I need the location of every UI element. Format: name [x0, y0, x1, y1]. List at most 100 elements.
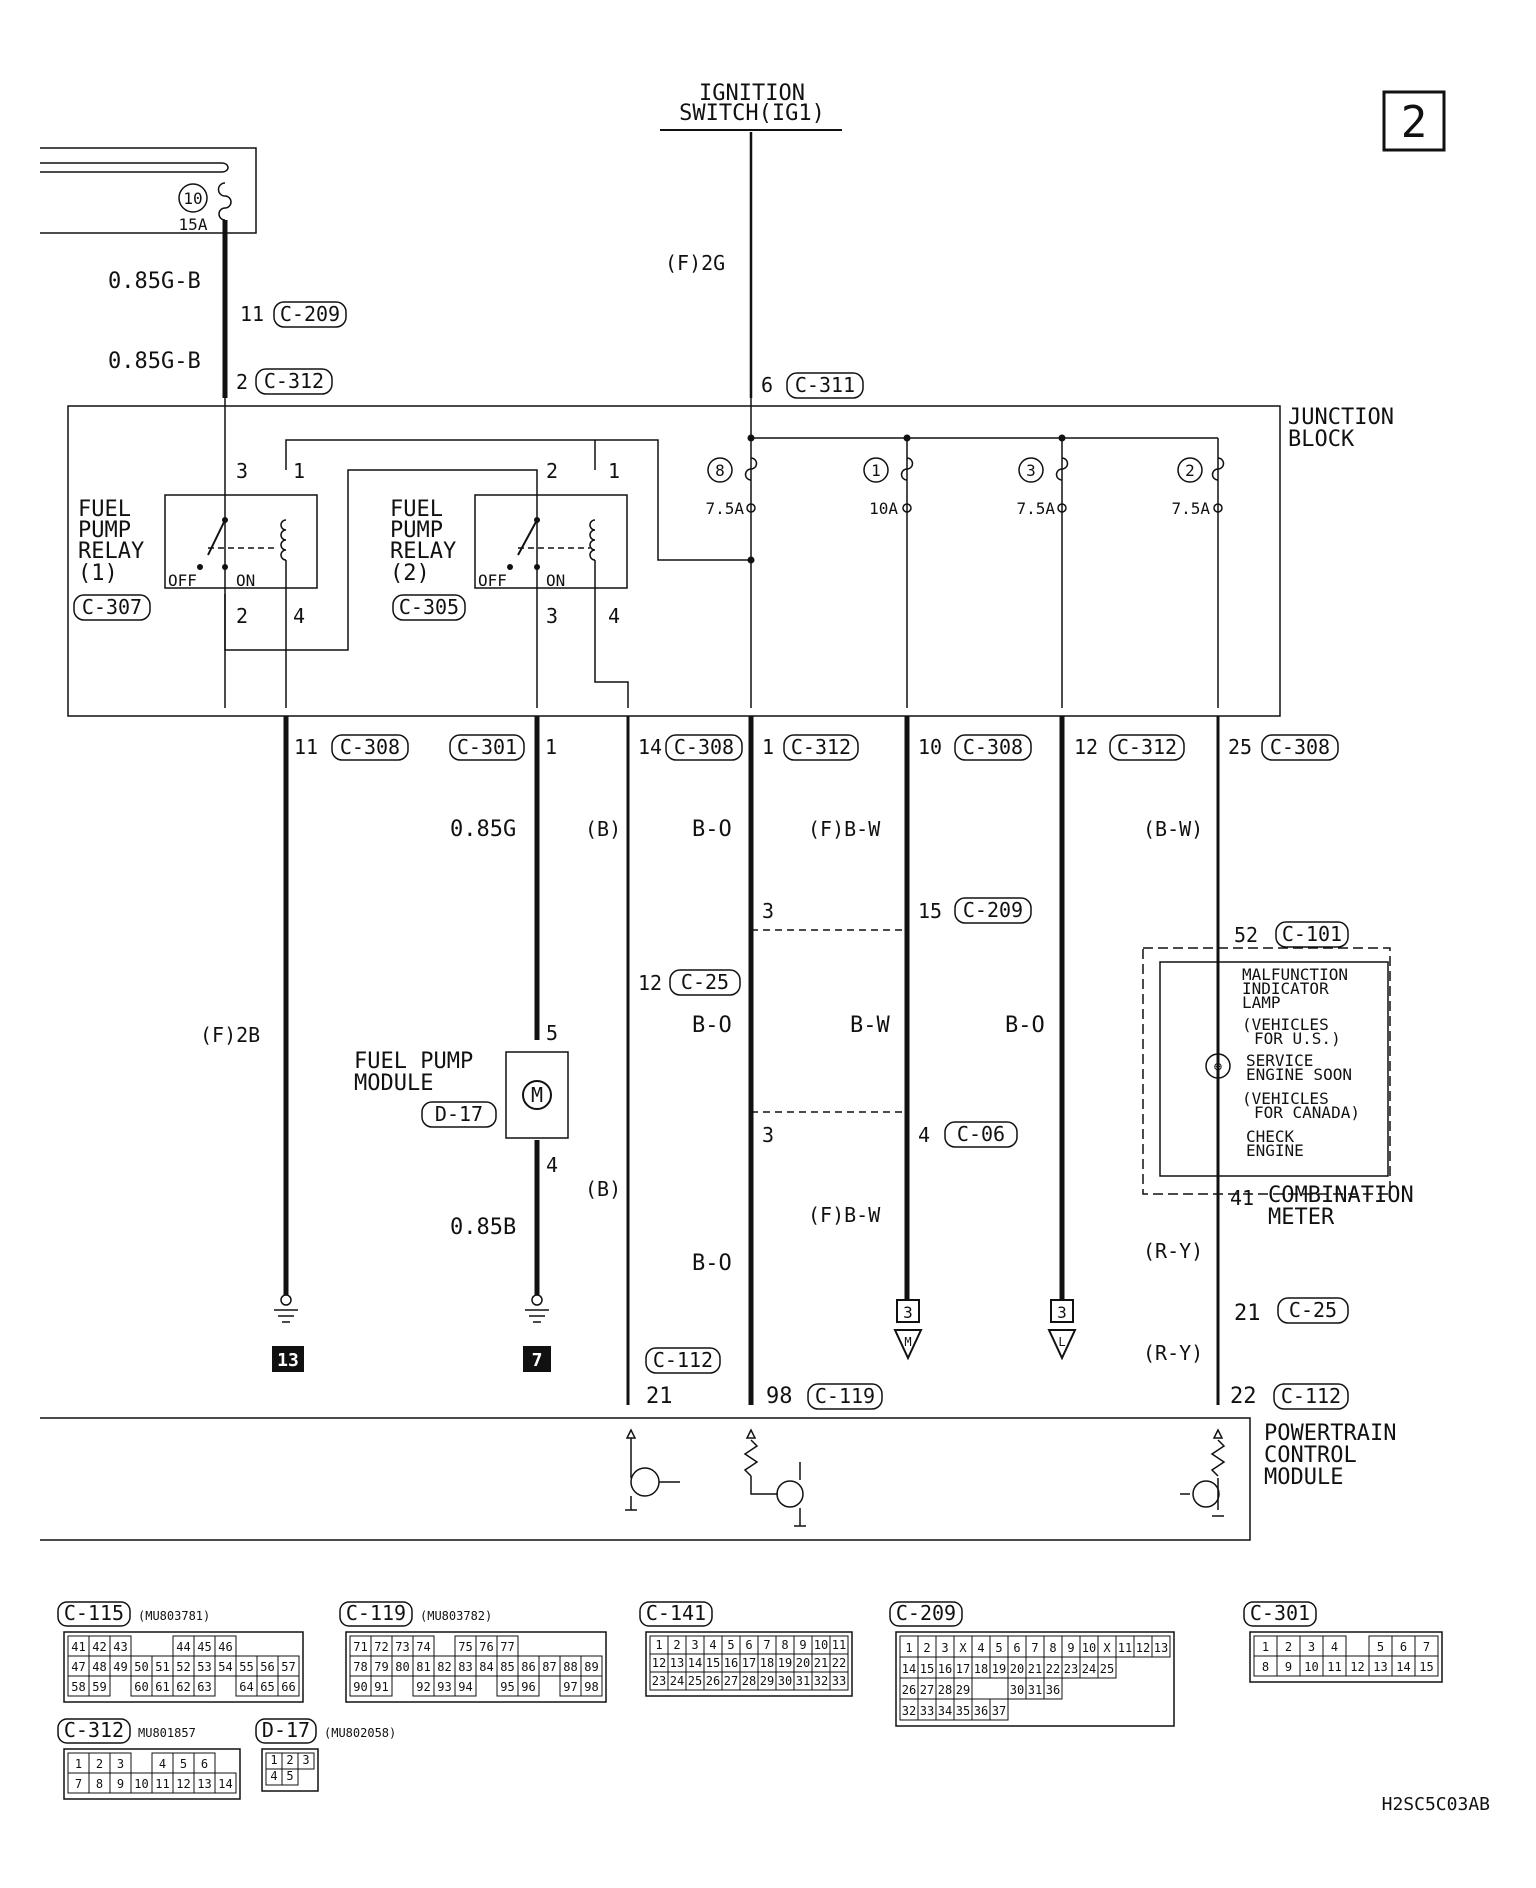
svg-text:0.85B: 0.85B: [450, 1215, 516, 1240]
connector-pin: 20: [796, 1656, 810, 1670]
connector-pin: 30: [778, 1674, 792, 1688]
connector-c308-2: C-308: [665, 734, 743, 761]
svg-text:C-25: C-25: [1289, 1298, 1337, 1322]
connector-view-label: C-209: [896, 1601, 956, 1625]
connector-pin: 78: [353, 1660, 367, 1674]
connector-pin: 64: [239, 1680, 253, 1694]
svg-text:(VEHICLES: (VEHICLES: [1242, 1015, 1329, 1034]
svg-text:12: 12: [1074, 735, 1098, 759]
connector-pin: 8: [96, 1777, 103, 1791]
connector-c119-1: C-119: [807, 1383, 883, 1410]
connector-c305: C-305: [392, 594, 466, 621]
connector-pin: 10: [134, 1777, 148, 1791]
connector-pin: 66: [281, 1680, 295, 1694]
svg-text:ON: ON: [236, 571, 255, 590]
svg-text:98: 98: [766, 1384, 793, 1409]
connector-view-label: C-141: [646, 1601, 706, 1625]
connector-pin: 30: [1010, 1683, 1024, 1697]
connector-c06: C-06: [944, 1121, 1018, 1148]
connector-pin: 2: [923, 1641, 930, 1655]
svg-text:C-112: C-112: [1281, 1384, 1341, 1408]
connector-pin: 28: [742, 1674, 756, 1688]
svg-text:3: 3: [236, 459, 248, 483]
connector-pin: 7: [75, 1777, 82, 1791]
connector-pin: 90: [353, 1680, 367, 1694]
connector-c209-mid: C-209: [954, 897, 1032, 924]
connector-pin: 14: [218, 1777, 232, 1791]
svg-text:LAMP: LAMP: [1242, 993, 1281, 1012]
svg-text:FUEL: FUEL: [78, 497, 131, 522]
svg-text:D-17: D-17: [435, 1102, 483, 1126]
connector-view-part: (MU803782): [420, 1609, 492, 1623]
connector-pin: 60: [134, 1680, 148, 1694]
connector-pin: 15: [1419, 1660, 1433, 1674]
connector-pin: 34: [938, 1704, 952, 1718]
connector-pin: 24: [1082, 1662, 1096, 1676]
ref-arrow-m: 3 M: [893, 1299, 923, 1361]
connector-pin: 14: [1396, 1660, 1410, 1674]
svg-text:FUEL: FUEL: [390, 497, 443, 522]
svg-text:C-312: C-312: [1117, 735, 1177, 759]
connector-pin: 7: [763, 1638, 770, 1652]
connector-pin: 2: [673, 1638, 680, 1652]
connector-pin: 19: [992, 1662, 1006, 1676]
svg-text:4: 4: [546, 1153, 558, 1177]
connector-pin: 97: [563, 1680, 577, 1694]
svg-text:25: 25: [1228, 735, 1252, 759]
connector-pin: 10: [1304, 1660, 1318, 1674]
wire-label-top-left-2: 0.85G-B: [108, 349, 201, 374]
fuse-8: 8 7.5A: [705, 457, 758, 518]
connector-pin: 62: [176, 1680, 190, 1694]
svg-text:IGNITION: IGNITION: [699, 81, 805, 106]
svg-text:B-O: B-O: [692, 1251, 732, 1276]
junction-block: [67, 405, 1281, 717]
connector-pin: 8: [1262, 1660, 1269, 1674]
connector-pin: 36: [974, 1704, 988, 1718]
svg-text:C-119: C-119: [815, 1384, 875, 1408]
connector-pin: 12: [652, 1656, 666, 1670]
connector-pin: 18: [974, 1662, 988, 1676]
connector-view-label: C-312: [64, 1718, 124, 1742]
connector-pin: 15: [706, 1656, 720, 1670]
connector-c25-2: C-25: [1277, 1297, 1349, 1324]
svg-text:(VEHICLES: (VEHICLES: [1242, 1089, 1329, 1108]
connector-pin: 33: [920, 1704, 934, 1718]
connector-c112-2: C-112: [1273, 1383, 1349, 1410]
connector-pin: 4: [270, 1769, 277, 1783]
svg-text:12: 12: [638, 971, 662, 995]
svg-text:2: 2: [236, 370, 248, 394]
svg-text:C-312: C-312: [264, 369, 324, 393]
connector-pin: 89: [584, 1660, 598, 1674]
svg-text:C-305: C-305: [399, 595, 459, 619]
svg-text:7: 7: [532, 1350, 543, 1371]
connector-c301-1: C-301: [449, 734, 525, 761]
connector-pin: 42: [92, 1640, 106, 1654]
connector-pin: 5: [286, 1769, 293, 1783]
svg-text:B-O: B-O: [692, 1013, 732, 1038]
svg-text:4: 4: [608, 604, 620, 628]
connector-pin: 27: [920, 1683, 934, 1697]
connector-pin: 95: [500, 1680, 514, 1694]
wire-label-ignition: (F)2G: [665, 251, 725, 275]
connector-pin: 74: [416, 1640, 430, 1654]
svg-text:C-301: C-301: [457, 735, 517, 759]
connector-pin: 41: [71, 1640, 85, 1654]
connector-pin: 10: [814, 1638, 828, 1652]
connector-view-label: C-301: [1250, 1601, 1310, 1625]
fuse-1: 1 10A: [863, 457, 914, 518]
connector-pin: 56: [260, 1660, 274, 1674]
connector-view-label: D-17: [262, 1718, 310, 1742]
connector-pin: 2: [96, 1757, 103, 1771]
connector-pin: 32: [902, 1704, 916, 1718]
svg-text:CONTROL: CONTROL: [1264, 1443, 1357, 1468]
svg-text:41: 41: [1230, 1186, 1254, 1210]
left-fuse-number: 10: [183, 189, 202, 208]
svg-text:7.5A: 7.5A: [1016, 499, 1055, 518]
junction-internal-wiring: [224, 398, 1219, 708]
svg-text:15: 15: [918, 899, 942, 923]
svg-text:C-209: C-209: [280, 302, 340, 326]
connector-pin: 49: [113, 1660, 127, 1674]
connector-pin: 53: [197, 1660, 211, 1674]
